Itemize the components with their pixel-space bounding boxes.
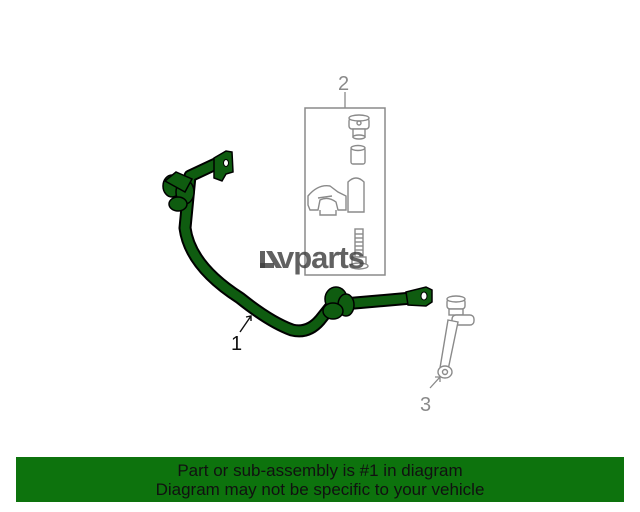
banner-line-2: Diagram may not be specific to your vehi… [155, 479, 485, 499]
watermark-logo: vparts [260, 240, 365, 275]
bar-end-left [213, 150, 234, 182]
clamp-bracket [307, 177, 365, 216]
callout-2-label: 2 [338, 73, 349, 95]
stabilizer-link [429, 295, 475, 389]
bar-end-right [405, 286, 433, 307]
callout-1-label: 1 [231, 333, 242, 355]
hardware-kit-group [304, 92, 386, 276]
bushing-right [322, 286, 355, 320]
sleeve [350, 144, 366, 165]
banner-line-1: Part or sub-assembly is #1 in diagram [177, 460, 463, 480]
flanged-bushing [348, 114, 370, 140]
callout-1-leader [239, 315, 252, 333]
bushing-left [162, 171, 195, 212]
stabilizer-bar [162, 150, 433, 338]
watermark-brand: vparts [277, 240, 364, 275]
callout-3-leader [429, 376, 441, 389]
stabilizer-bar-body [180, 156, 417, 336]
logo-mark-icon [260, 251, 282, 268]
info-banner: Part or sub-assembly is #1 in diagram Di… [16, 457, 624, 502]
bolt [349, 228, 369, 270]
callout-3-label: 3 [420, 394, 431, 416]
